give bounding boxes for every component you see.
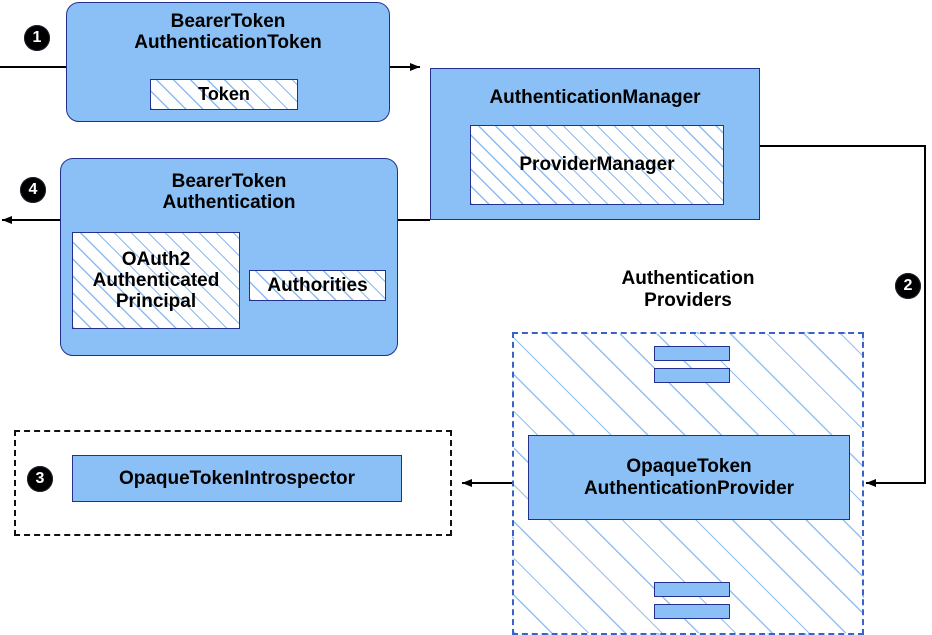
opaque-token-introspector-label: OpaqueTokenIntrospector bbox=[118, 467, 356, 489]
opaque-token-authentication-provider-line2: AuthenticationProvider bbox=[583, 477, 795, 499]
authorities-label: Authorities bbox=[267, 274, 368, 296]
authentication-providers-caption: Authentication Providers bbox=[512, 268, 864, 312]
bearer-token-authentication-line2: Authentication bbox=[162, 192, 296, 214]
node-token-field[interactable]: Token bbox=[150, 79, 298, 110]
mini-provider-bar-top-2 bbox=[654, 368, 730, 383]
oauth2-authenticated-principal-line3: Principal bbox=[115, 291, 197, 313]
node-provider-manager[interactable]: ProviderManager bbox=[470, 125, 724, 205]
mini-provider-bar-top-1 bbox=[654, 346, 730, 361]
mini-provider-bar-bottom-1 bbox=[654, 582, 730, 597]
token-field-label: Token bbox=[198, 84, 250, 105]
authentication-providers-caption-line2: Providers bbox=[644, 289, 732, 311]
marker-1: 1 bbox=[24, 25, 50, 51]
node-authorities[interactable]: Authorities bbox=[249, 270, 386, 301]
marker-3: 3 bbox=[27, 466, 53, 492]
node-bearer-token-authentication-token[interactable]: BearerToken AuthenticationToken bbox=[54, 2, 390, 134]
bearer-token-authentication-line1: BearerToken bbox=[171, 171, 287, 192]
authentication-providers-caption-line1: Authentication bbox=[621, 268, 755, 289]
node-opaque-token-authentication-provider[interactable]: OpaqueToken AuthenticationProvider bbox=[516, 435, 850, 532]
provider-manager-label: ProviderManager bbox=[519, 154, 675, 176]
marker-2: 2 bbox=[895, 273, 921, 299]
bearer-token-authentication-token-line2: AuthenticationToken bbox=[134, 32, 322, 54]
mini-provider-bar-bottom-2 bbox=[654, 604, 730, 619]
node-opaque-token-introspector[interactable]: OpaqueTokenIntrospector bbox=[60, 455, 402, 514]
oauth2-authenticated-principal-line2: Authenticated bbox=[92, 269, 220, 291]
node-oauth2-authenticated-principal[interactable]: OAuth2 Authenticated Principal bbox=[72, 232, 240, 329]
authentication-manager-title: AuthenticationManager bbox=[489, 87, 701, 108]
marker-4: 4 bbox=[20, 177, 46, 203]
oauth2-authenticated-principal-line1: OAuth2 bbox=[121, 248, 191, 270]
opaque-token-authentication-provider-line1: OpaqueToken bbox=[626, 456, 752, 478]
bearer-token-authentication-token-line1: BearerToken bbox=[170, 11, 286, 32]
